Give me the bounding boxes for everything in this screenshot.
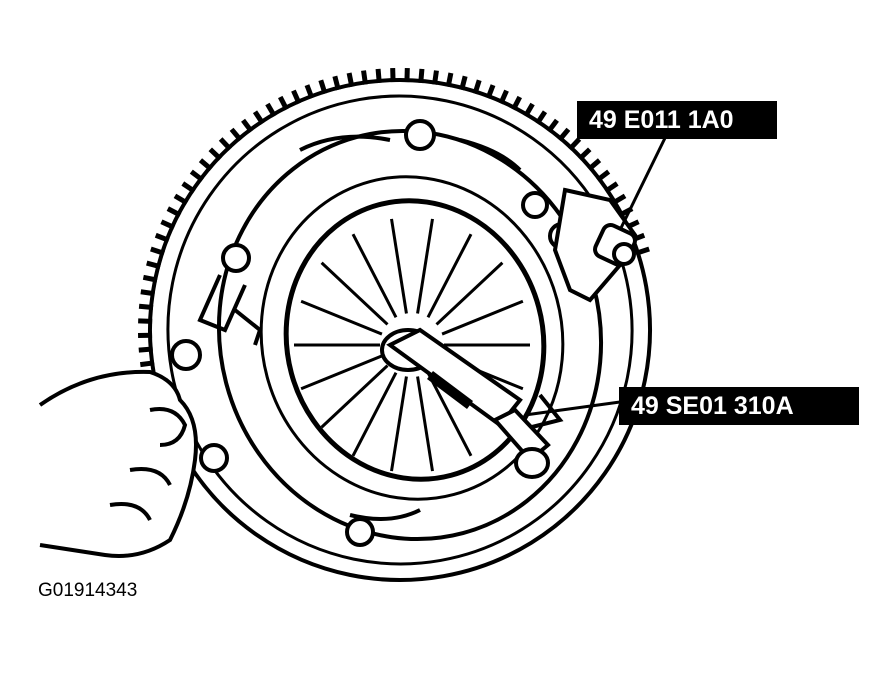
figure-id: G01914343: [38, 580, 138, 601]
callout-flywheel-lock-tool: 49 E011 1A0: [577, 101, 777, 139]
cover-straps: [197, 134, 564, 521]
flywheel-lock-tool: [552, 187, 638, 303]
callout-alignment-tool: 49 SE01 310A: [619, 387, 859, 425]
cover-bolts: [170, 119, 576, 547]
hand: [38, 369, 198, 558]
leader-lines: [524, 137, 667, 417]
alignment-tool: [380, 327, 551, 479]
